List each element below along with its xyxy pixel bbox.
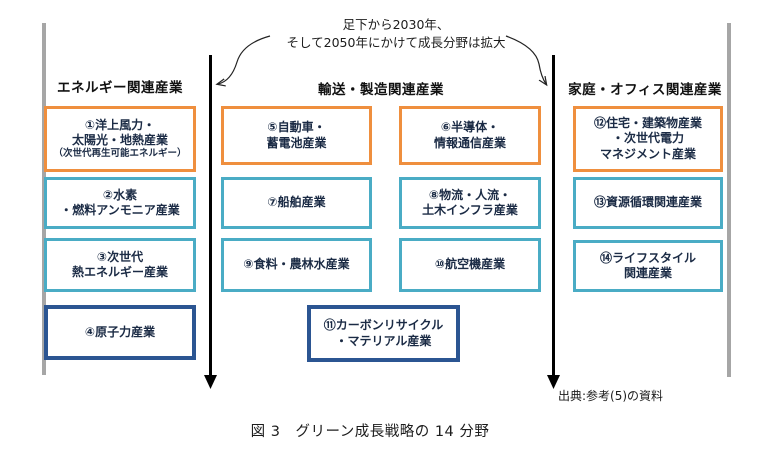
industry-box-3: ③次世代 熱エネルギー産業 [44,238,196,292]
source-note: 出典:参考(5)の資料 [558,389,664,403]
industry-box-label: ⑤自動車・ 蓄電池産業 [266,120,327,150]
industry-box-10: ⑩航空機産業 [399,238,541,292]
industry-box-label: ⑬資源循環関連産業 [593,195,702,210]
right-gray-rail [727,23,731,377]
industry-box-label: ⑫住宅・建築物産業 ・次世代電力 マネジメント産業 [593,115,702,161]
industry-box-label: ②水素 ・燃料アンモニア産業 [60,187,180,217]
industry-box-12: ⑫住宅・建築物産業 ・次世代電力 マネジメント産業 [573,106,723,172]
industry-box-label: ⑨食料・農林水産業 [243,257,350,272]
industry-box-11: ⑪カーボンリサイクル ・マテリアル産業 [307,305,460,362]
industry-box-5: ⑤自動車・ 蓄電池産業 [221,106,372,165]
industry-box-label: ③次世代 熱エネルギー産業 [71,249,168,279]
industry-box-label: ④原子力産業 [84,324,156,339]
industry-box-1: ①洋上風力・ 太陽光・地熱産業 （次世代再生可能エネルギー） [44,106,196,172]
column-header-transport-manufacturing: 輸送・製造関連産業 [318,82,444,98]
industry-box-label: ⑥半導体・ 情報通信産業 [433,120,506,150]
industry-box-label: ⑦船舶産業 [267,195,326,210]
down-arrowhead-left-icon [204,375,217,389]
industry-box-label: ⑭ライフスタイル 関連産業 [599,250,696,280]
column-header-home-office: 家庭・オフィス関連産業 [568,82,722,98]
industry-box-14: ⑭ライフスタイル 関連産業 [573,240,723,292]
industry-box-9: ⑨食料・農林水産業 [221,238,372,292]
industry-box-6: ⑥半導体・ 情報通信産業 [399,106,541,165]
growth-annotation: 足下から2030年、 そして2050年にかけて成長分野は拡大 [286,17,506,51]
industry-box-label: ⑧物流・人流・ 土木インフラ産業 [422,187,518,217]
industry-box-label: ①洋上風力・ 太陽光・地熱産業 [71,117,168,148]
industry-box-2: ②水素 ・燃料アンモニア産業 [44,177,196,229]
industry-box-7: ⑦船舶産業 [221,177,372,229]
industry-box-13: ⑬資源循環関連産業 [573,177,723,229]
industry-box-label: ⑪カーボンリサイクル ・マテリアル産業 [323,318,444,348]
industry-box-label: ⑩航空機産業 [434,257,506,272]
industry-box-sublabel: （次世代再生可能エネルギー） [53,148,187,160]
industry-box-4: ④原子力産業 [44,305,196,360]
column-header-energy: エネルギー関連産業 [57,80,183,96]
figure-caption: 図 3 グリーン成長戦略の 14 分野 [250,424,490,440]
industry-box-8: ⑧物流・人流・ 土木インフラ産業 [399,177,541,229]
